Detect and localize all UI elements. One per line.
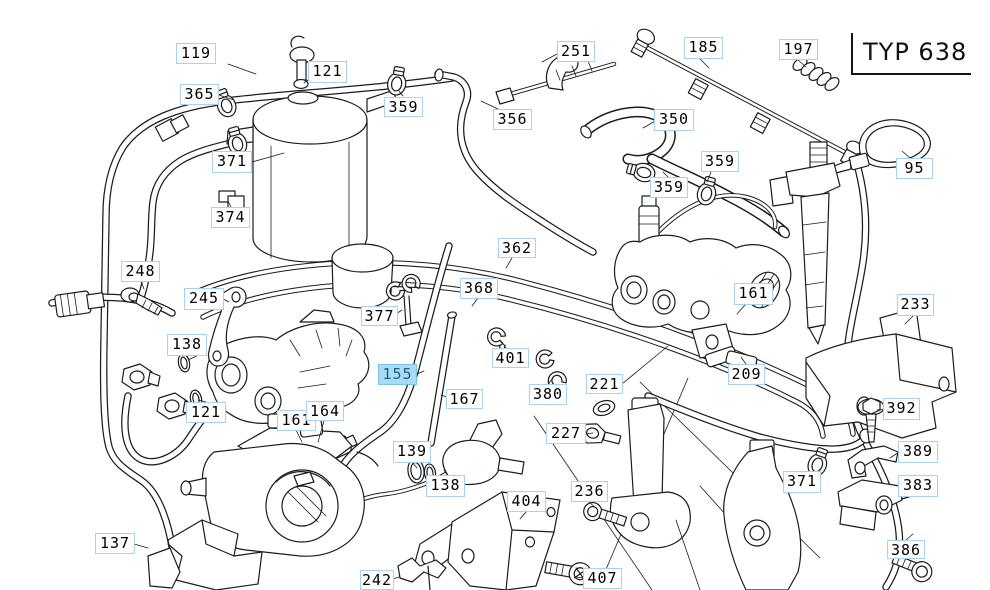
part-label-121-top[interactable]: 121 bbox=[308, 61, 347, 83]
part-label-121-left[interactable]: 121 bbox=[186, 402, 226, 423]
part-label-380[interactable]: 380 bbox=[529, 384, 567, 405]
part-label-138-bottom[interactable]: 138 bbox=[426, 475, 465, 497]
part-label-359-mid-right[interactable]: 359 bbox=[701, 151, 739, 172]
fuel-filter-drawing bbox=[226, 35, 397, 309]
part-label-356[interactable]: 356 bbox=[493, 109, 532, 130]
part-label-386[interactable]: 386 bbox=[887, 540, 925, 559]
part-label-197[interactable]: 197 bbox=[779, 39, 818, 60]
part-label-167[interactable]: 167 bbox=[446, 389, 483, 409]
part-label-248[interactable]: 248 bbox=[121, 261, 160, 282]
part-label-242[interactable]: 242 bbox=[360, 570, 394, 590]
part-label-374[interactable]: 374 bbox=[211, 207, 250, 228]
part-label-371-top[interactable]: 371 bbox=[212, 151, 252, 173]
injection-pump-drawing bbox=[147, 413, 365, 590]
part-label-185[interactable]: 185 bbox=[684, 37, 723, 59]
part-label-383[interactable]: 383 bbox=[898, 475, 938, 497]
part-label-139[interactable]: 139 bbox=[393, 441, 431, 463]
part-label-377[interactable]: 377 bbox=[361, 306, 398, 326]
part-label-365[interactable]: 365 bbox=[180, 84, 219, 105]
type-plate: TYP 638 bbox=[851, 33, 971, 75]
part-label-368[interactable]: 368 bbox=[460, 278, 498, 299]
part-label-221[interactable]: 221 bbox=[586, 374, 623, 394]
part-label-404[interactable]: 404 bbox=[507, 491, 546, 512]
part-label-161-right[interactable]: 161 bbox=[734, 283, 773, 305]
spring-and-tie bbox=[792, 56, 931, 174]
part-label-95[interactable]: 95 bbox=[896, 158, 933, 179]
clamps-group bbox=[54, 65, 833, 479]
part-label-209[interactable]: 209 bbox=[728, 364, 765, 385]
part-label-245[interactable]: 245 bbox=[184, 288, 224, 310]
part-label-350[interactable]: 350 bbox=[654, 109, 694, 131]
part-label-407[interactable]: 407 bbox=[583, 568, 622, 589]
part-label-401[interactable]: 401 bbox=[492, 348, 529, 368]
part-label-227[interactable]: 227 bbox=[546, 423, 586, 444]
injector-drawing bbox=[769, 141, 841, 345]
bracket-233-drawing bbox=[805, 307, 957, 583]
part-label-119[interactable]: 119 bbox=[176, 43, 216, 64]
part-label-359-mid[interactable]: 359 bbox=[650, 177, 688, 198]
part-label-164[interactable]: 164 bbox=[306, 401, 344, 421]
leader-lines bbox=[133, 53, 914, 580]
part-label-362[interactable]: 362 bbox=[498, 238, 536, 258]
part-label-236[interactable]: 236 bbox=[571, 481, 608, 502]
part-label-371-right[interactable]: 371 bbox=[783, 471, 821, 493]
part-label-359-top[interactable]: 359 bbox=[384, 97, 423, 117]
part-label-155-highlighted[interactable]: 155 bbox=[378, 364, 417, 385]
valve-assembly-drawing bbox=[611, 195, 792, 378]
part-label-137[interactable]: 137 bbox=[95, 533, 135, 554]
part-label-392[interactable]: 392 bbox=[883, 398, 920, 420]
shutoff-valve-drawing bbox=[610, 397, 802, 590]
part-label-389[interactable]: 389 bbox=[898, 441, 938, 463]
part-label-251[interactable]: 251 bbox=[557, 41, 595, 62]
small-valve-drawing bbox=[442, 419, 525, 486]
part-label-233[interactable]: 233 bbox=[897, 294, 934, 316]
part-label-138-left[interactable]: 138 bbox=[167, 334, 207, 356]
